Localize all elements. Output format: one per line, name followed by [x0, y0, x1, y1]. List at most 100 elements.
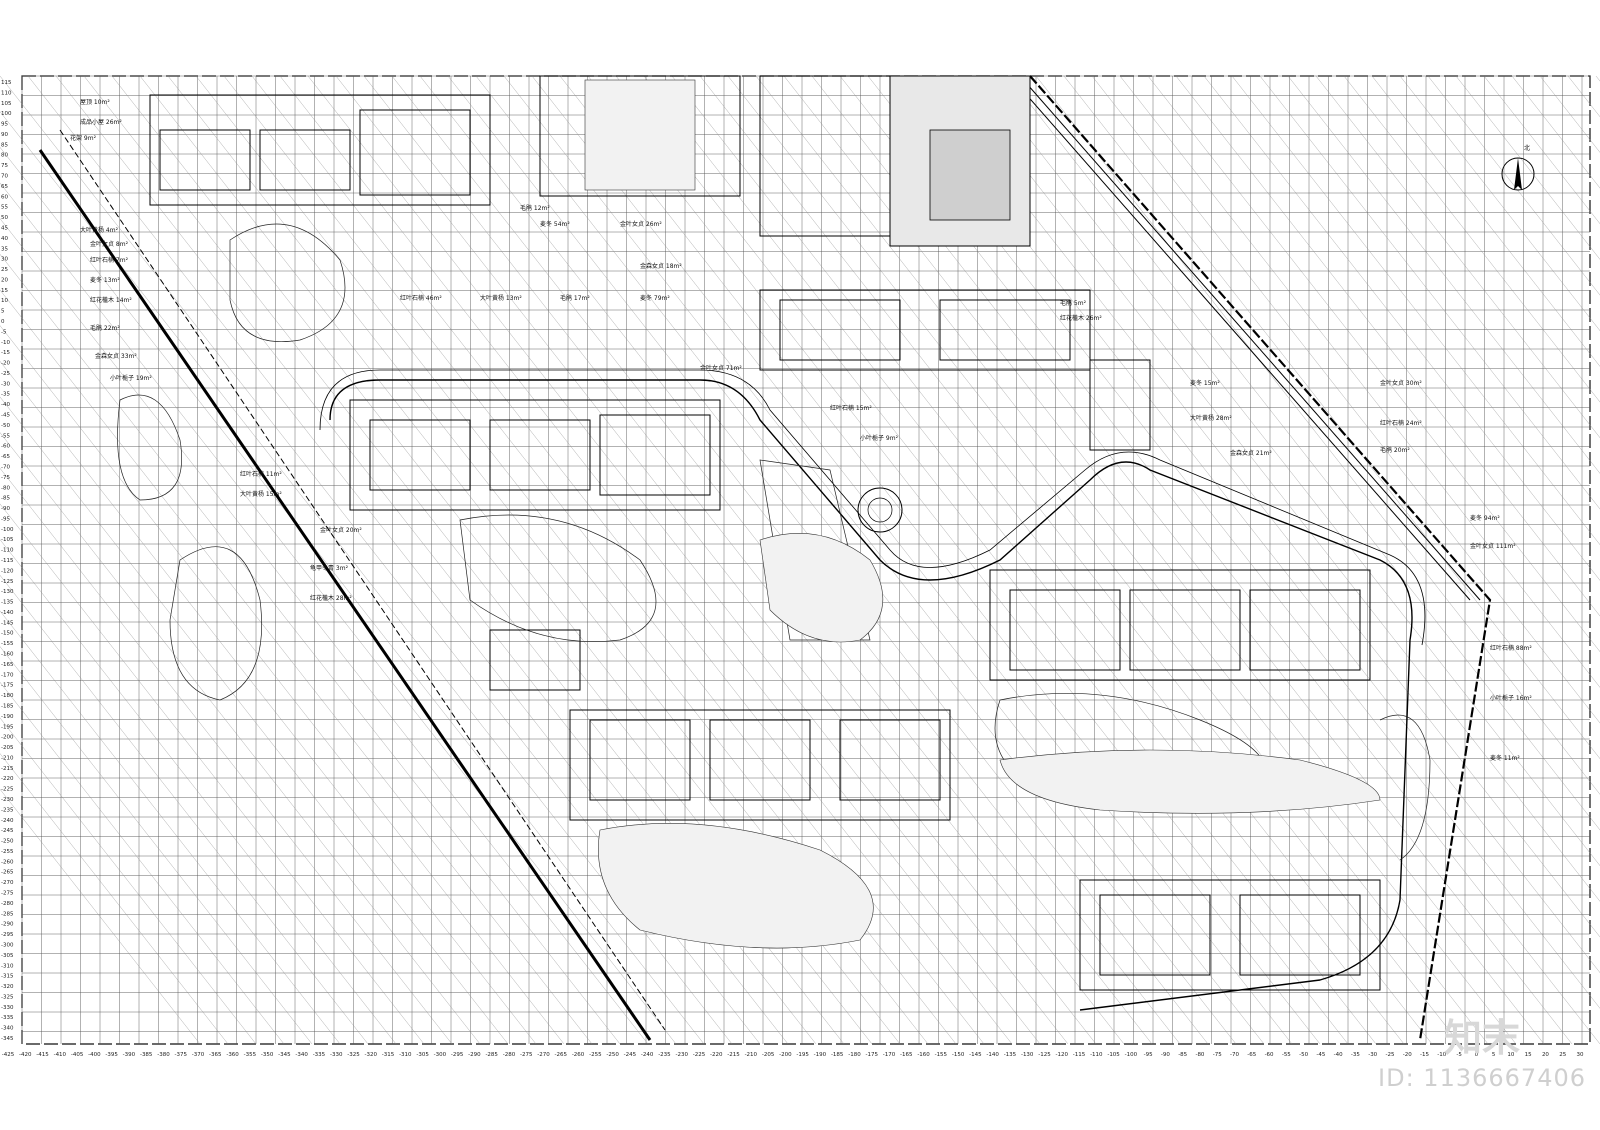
x-tick-label: -365 [209, 1052, 222, 1058]
x-tick-label: -175 [865, 1052, 878, 1058]
plant-label: 毛鹃 17m² [560, 294, 590, 302]
plant-label: 花架 9m² [70, 134, 97, 142]
x-tick-label: -115 [1073, 1052, 1086, 1058]
x-tick-label: -60 [1265, 1052, 1274, 1058]
y-tick-label: 65 [1, 184, 8, 190]
x-tick-label: -320 [365, 1052, 378, 1058]
plant-label: 红花檵木 28m² [310, 594, 352, 602]
x-tick-label: -185 [831, 1052, 844, 1058]
plant-label: 金森女贞 18m² [640, 262, 682, 270]
x-tick-label: -395 [105, 1052, 118, 1058]
x-tick-label: -85 [1178, 1052, 1187, 1058]
plant-label: 金森女贞 33m² [95, 352, 137, 360]
plant-label: 金叶女贞 111m² [1470, 542, 1516, 550]
x-tick-label: -90 [1161, 1052, 1170, 1058]
plant-label: 大叶黄杨 15m² [240, 490, 282, 498]
x-tick-label: -235 [658, 1052, 671, 1058]
x-tick-label: -160 [917, 1052, 930, 1058]
x-tick-label: -300 [434, 1052, 447, 1058]
x-tick-label: -75 [1213, 1052, 1222, 1058]
y-tick-label: 60 [1, 194, 8, 200]
x-tick-label: -170 [883, 1052, 896, 1058]
y-tick-label: 115 [1, 80, 12, 86]
y-tick-label: 100 [1, 111, 12, 117]
y-tick-label: -155 [1, 641, 14, 647]
y-tick-label: -320 [1, 984, 14, 990]
x-tick-label: -405 [71, 1052, 84, 1058]
plant-label: 金森女贞 21m² [1230, 449, 1272, 457]
x-tick-label: -370 [192, 1052, 205, 1058]
x-tick-label: -110 [1090, 1052, 1103, 1058]
plant-label: 大叶黄杨 4m² [80, 226, 119, 234]
plant-label: 红叶石楠 88m² [1490, 644, 1532, 652]
x-tick-label: -135 [1004, 1052, 1017, 1058]
y-tick-label: -215 [1, 766, 14, 772]
plant-label: 毛鹃 5m² [1060, 299, 1087, 307]
plant-label: 红叶石楠 24m² [1380, 419, 1422, 427]
x-tick-label: -275 [520, 1052, 533, 1058]
x-tick-label: -380 [157, 1052, 170, 1058]
y-tick-label: -115 [1, 558, 14, 564]
y-tick-label: 70 [1, 174, 8, 180]
east-boundary [1029, 75, 1492, 1041]
plant-label: 红叶石楠 46m² [400, 294, 442, 302]
x-tick-label: -290 [468, 1052, 481, 1058]
watermark-brand: 知末 [1443, 1016, 1520, 1060]
x-tick-label: -225 [693, 1052, 706, 1058]
x-tick-label: -210 [745, 1052, 758, 1058]
x-tick-label: -105 [1107, 1052, 1120, 1058]
plant-label: 金叶女贞 8m² [90, 240, 129, 248]
y-tick-label: -300 [1, 942, 14, 948]
y-tick-label: -125 [1, 579, 14, 585]
y-tick-label: -270 [1, 880, 14, 886]
y-tick-label: -70 [1, 464, 10, 470]
y-tick-label: -210 [1, 755, 14, 761]
x-tick-label: -25 [1385, 1052, 1394, 1058]
plant-label: 毛鹃 12m² [520, 204, 550, 212]
x-tick-label: 20 [1542, 1052, 1549, 1058]
x-tick-label: -150 [952, 1052, 965, 1058]
x-tick-label: -270 [537, 1052, 550, 1058]
y-tick-label: -325 [1, 994, 14, 1000]
x-tick-label: -390 [123, 1052, 136, 1058]
x-tick-label: -165 [900, 1052, 913, 1058]
x-tick-label: -205 [762, 1052, 775, 1058]
y-tick-label: -15 [1, 350, 10, 356]
y-tick-label: -220 [1, 776, 14, 782]
diagonal-boundary-road [38, 149, 652, 1041]
x-tick-label: -420 [19, 1052, 32, 1058]
x-tick-label: -65 [1247, 1052, 1256, 1058]
plant-label: 红花檵木 26m² [1060, 314, 1102, 322]
y-tick-label: -230 [1, 797, 14, 803]
y-tick-label: -25 [1, 371, 10, 377]
x-tick-label: -330 [330, 1052, 343, 1058]
x-tick-label: -120 [1056, 1052, 1069, 1058]
x-tick-label: -80 [1195, 1052, 1204, 1058]
plant-label: 金叶女贞 71m² [700, 364, 742, 372]
y-tick-label: -195 [1, 724, 14, 730]
y-tick-label: -60 [1, 444, 10, 450]
y-tick-label: 5 [1, 309, 5, 315]
x-tick-label: -145 [969, 1052, 982, 1058]
x-tick-label: -295 [451, 1052, 464, 1058]
x-tick-label: -40 [1334, 1052, 1343, 1058]
x-tick-label: -350 [261, 1052, 274, 1058]
x-tick-label: -70 [1230, 1052, 1239, 1058]
plant-label: 小叶栀子 16m² [1490, 694, 1532, 702]
plant-label: 麦冬 94m² [1470, 514, 1500, 522]
y-tick-label: -275 [1, 891, 14, 897]
plant-label: 红花檵木 14m² [90, 296, 132, 304]
plant-label: 金叶女贞 26m² [620, 220, 662, 228]
y-tick-label: -135 [1, 600, 14, 606]
y-tick-label: -175 [1, 683, 14, 689]
x-tick-label: -180 [848, 1052, 861, 1058]
x-tick-label: -240 [641, 1052, 654, 1058]
plant-label: 麦冬 13m² [90, 276, 120, 284]
x-tick-label: -10 [1437, 1052, 1446, 1058]
plant-label: 大叶黄杨 13m² [480, 294, 522, 302]
x-tick-label: 5 [1492, 1052, 1496, 1058]
y-tick-label: -245 [1, 828, 14, 834]
y-tick-label: -265 [1, 870, 14, 876]
y-tick-label: -280 [1, 901, 14, 907]
x-tick-label: -425 [2, 1052, 15, 1058]
